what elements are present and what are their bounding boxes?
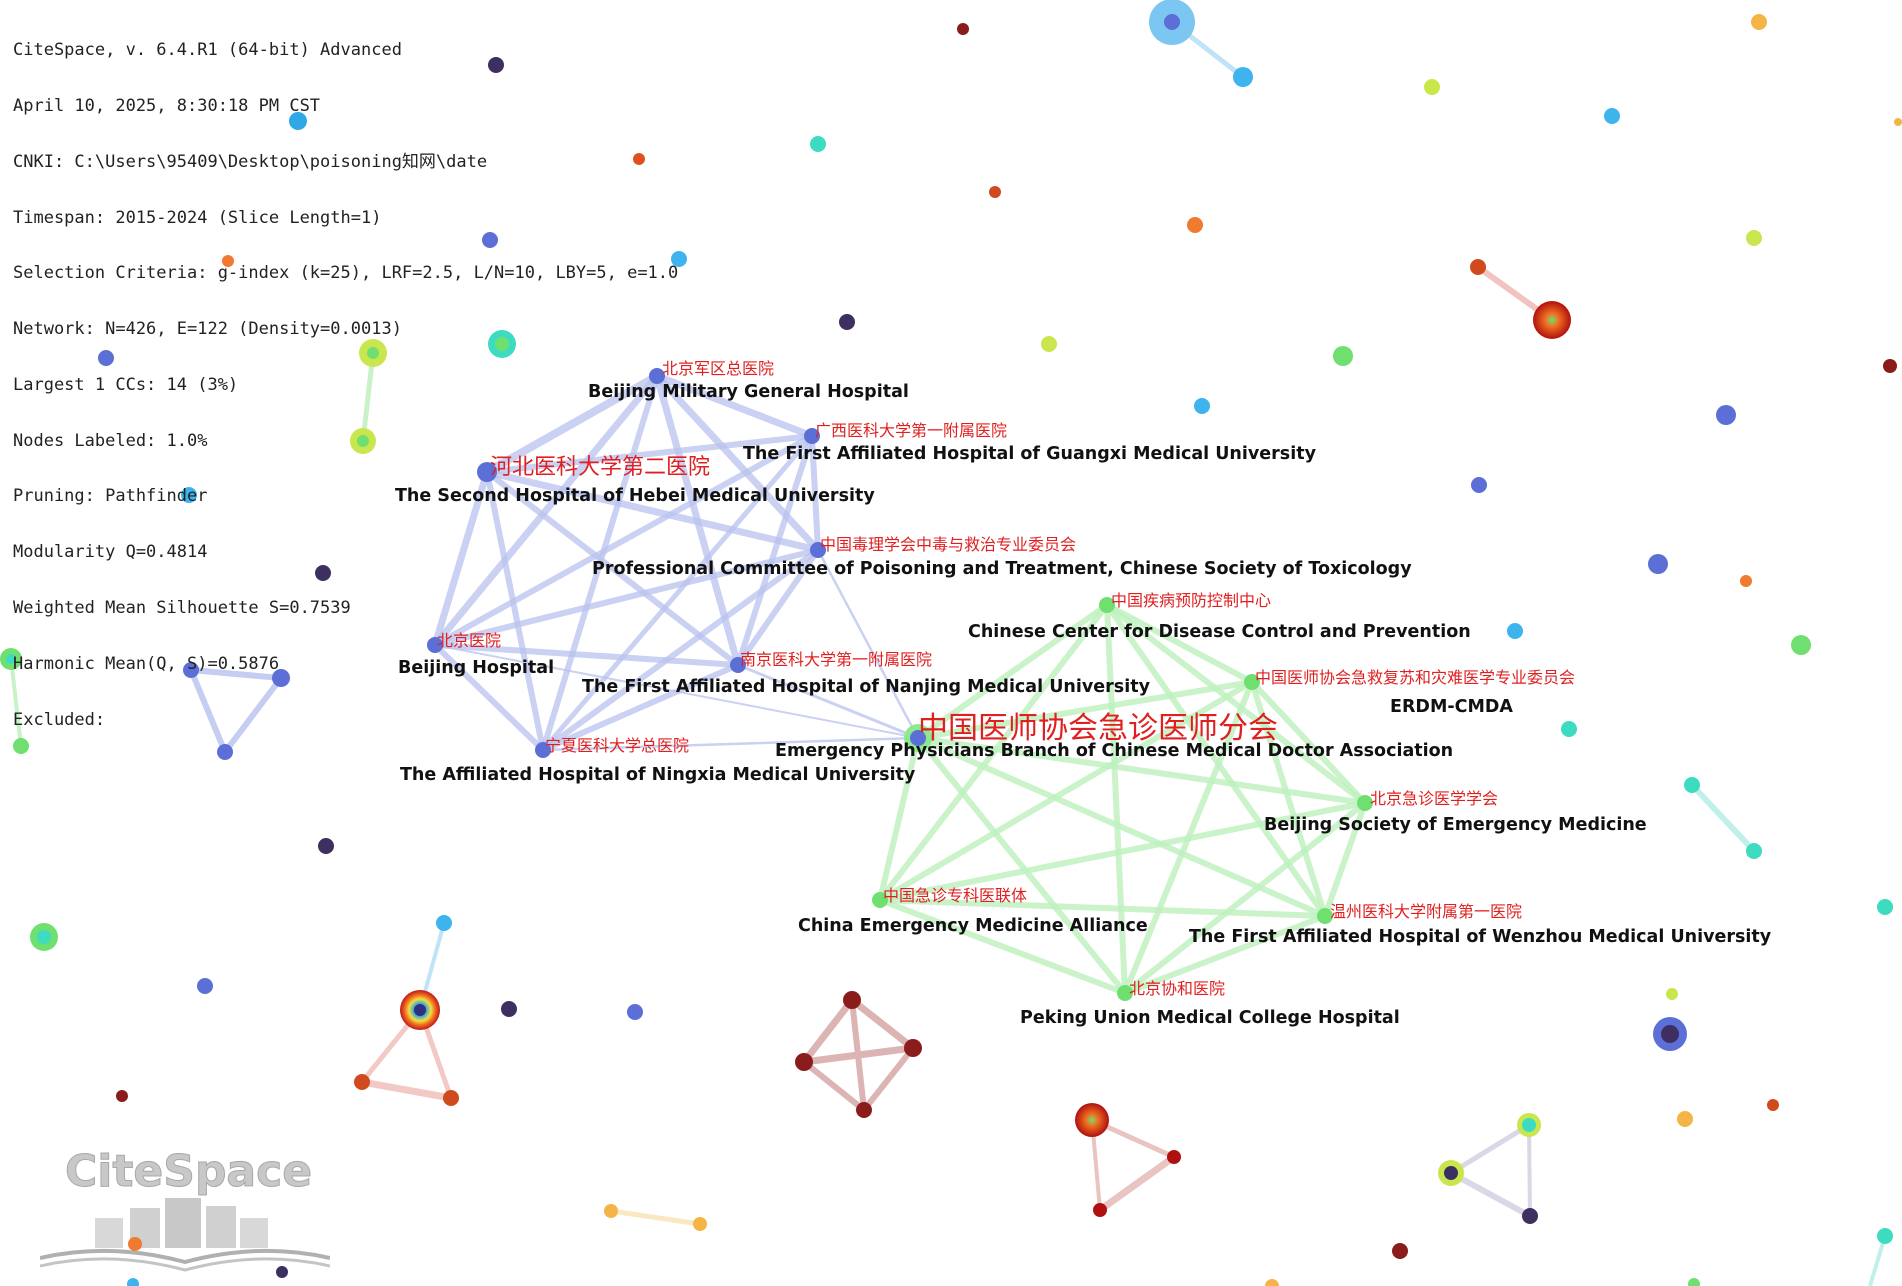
info-line-criteria: Selection Criteria: g-index (k=25), LRF=… — [13, 263, 679, 284]
label-cn-tox: 中国毒理学会中毒与救治专业委员会 — [820, 535, 1076, 554]
node-bsem[interactable] — [1357, 795, 1373, 811]
info-line-timespan: Timespan: 2015-2024 (Slice Length=1) — [13, 207, 382, 228]
node-wzmu[interactable] — [1317, 908, 1333, 924]
label-en-tox: Professional Committee of Poisoning and … — [592, 559, 1412, 579]
node-ccdc[interactable] — [1099, 597, 1115, 613]
label-cn-bjh: 北京医院 — [437, 631, 501, 650]
node-labels: 北京军区总医院 Beijing Military General Hospita… — [395, 359, 1772, 1028]
label-en-gxmu: The First Affiliated Hospital of Guangxi… — [743, 444, 1317, 464]
label-cn-hbmu: 河北医科大学第二医院 — [490, 455, 710, 480]
label-cn-cmda: 中国医师协会急诊医师分会 — [918, 711, 1278, 746]
label-cn-gxmu: 广西医科大学第一附属医院 — [815, 421, 1007, 440]
green-cluster-edges — [877, 602, 1368, 996]
logo-text: CiteSpace — [65, 1146, 312, 1197]
label-cn-nxmu: 宁夏医科大学总医院 — [545, 736, 689, 755]
info-line-silhouette: Weighted Mean Silhouette S=0.7539 — [13, 598, 351, 618]
label-cn-bmgh: 北京军区总医院 — [662, 359, 774, 378]
node-njmu[interactable] — [730, 657, 746, 673]
label-cn-erdm: 中国医师协会急救复苏和灾难医学专业委员会 — [1255, 668, 1575, 687]
label-cn-wzmu: 温州医科大学附属第一医院 — [1330, 902, 1522, 921]
label-en-bjh: Beijing Hospital — [398, 658, 554, 678]
label-en-pumch: Peking Union Medical College Hospital — [1020, 1008, 1400, 1028]
label-cn-njmu: 南京医科大学第一附属医院 — [740, 650, 932, 669]
label-en-erdm: ERDM-CMDA — [1390, 697, 1513, 717]
node-cema[interactable] — [872, 892, 888, 908]
label-cn-cema: 中国急诊专科医联体 — [883, 886, 1027, 905]
info-line-date: April 10, 2025, 8:30:18 PM CST — [13, 95, 321, 116]
node-tox[interactable] — [810, 542, 826, 558]
label-cn-ccdc: 中国疾病预防控制中心 — [1111, 591, 1271, 610]
label-en-ccdc: Chinese Center for Disease Control and P… — [968, 622, 1471, 642]
green-cluster-nodes — [872, 597, 1373, 1001]
label-en-bsem: Beijing Society of Emergency Medicine — [1264, 815, 1647, 835]
info-line-harmonic: Harmonic Mean(Q, S)=0.5876 — [13, 653, 280, 674]
citespace-logo: CiteSpace — [40, 1146, 330, 1278]
node-gxmu[interactable] — [804, 428, 820, 444]
info-line-source: CNKI: C:\Users\95409\Desktop\poisoning知网… — [13, 151, 488, 172]
label-en-bmgh: Beijing Military General Hospital — [588, 382, 909, 402]
node-bmgh[interactable] — [649, 368, 665, 384]
label-en-nxmu: The Affiliated Hospital of Ningxia Medic… — [400, 765, 916, 785]
label-en-wzmu: The First Affiliated Hospital of Wenzhou… — [1189, 927, 1772, 947]
label-en-cmda: Emergency Physicians Branch of Chinese M… — [775, 741, 1453, 761]
info-line-version: CiteSpace, v. 6.4.R1 (64-bit) Advanced — [13, 40, 402, 61]
node-pumch[interactable] — [1117, 985, 1133, 1001]
minor-cluster-nodes — [0, 0, 1893, 1244]
info-line-excluded: Excluded: — [13, 709, 106, 730]
info-line-ccs: Largest 1 CCs: 14 (3%) — [13, 374, 239, 395]
label-cn-pumch: 北京协和医院 — [1129, 979, 1225, 998]
info-line-network: Network: N=426, E=122 (Density=0.0013) — [13, 319, 402, 340]
info-line-labeled: Nodes Labeled: 1.0% — [13, 430, 208, 451]
label-en-njmu: The First Affiliated Hospital of Nanjing… — [582, 677, 1151, 697]
label-en-hbmu: The Second Hospital of Hebei Medical Uni… — [395, 486, 875, 506]
node-bjh[interactable] — [427, 637, 443, 653]
network-summary: CiteSpace, v. 6.4.R1 (64-bit) Advanced A… — [13, 4, 678, 748]
info-line-modularity: Modularity Q=0.4814 — [13, 542, 208, 563]
node-erdm[interactable] — [1244, 674, 1260, 690]
isolated-nodes — [98, 14, 1902, 1286]
label-en-cema: China Emergency Medicine Alliance — [798, 916, 1148, 936]
label-cn-bsem: 北京急诊医学学会 — [1370, 789, 1498, 808]
node-nxmu[interactable] — [535, 742, 551, 758]
blue-cluster-edges — [431, 372, 920, 753]
info-line-pruning: Pruning: Pathfinder — [13, 486, 208, 507]
blue-cluster-nodes — [427, 368, 826, 758]
node-hbmu[interactable] — [477, 462, 497, 482]
